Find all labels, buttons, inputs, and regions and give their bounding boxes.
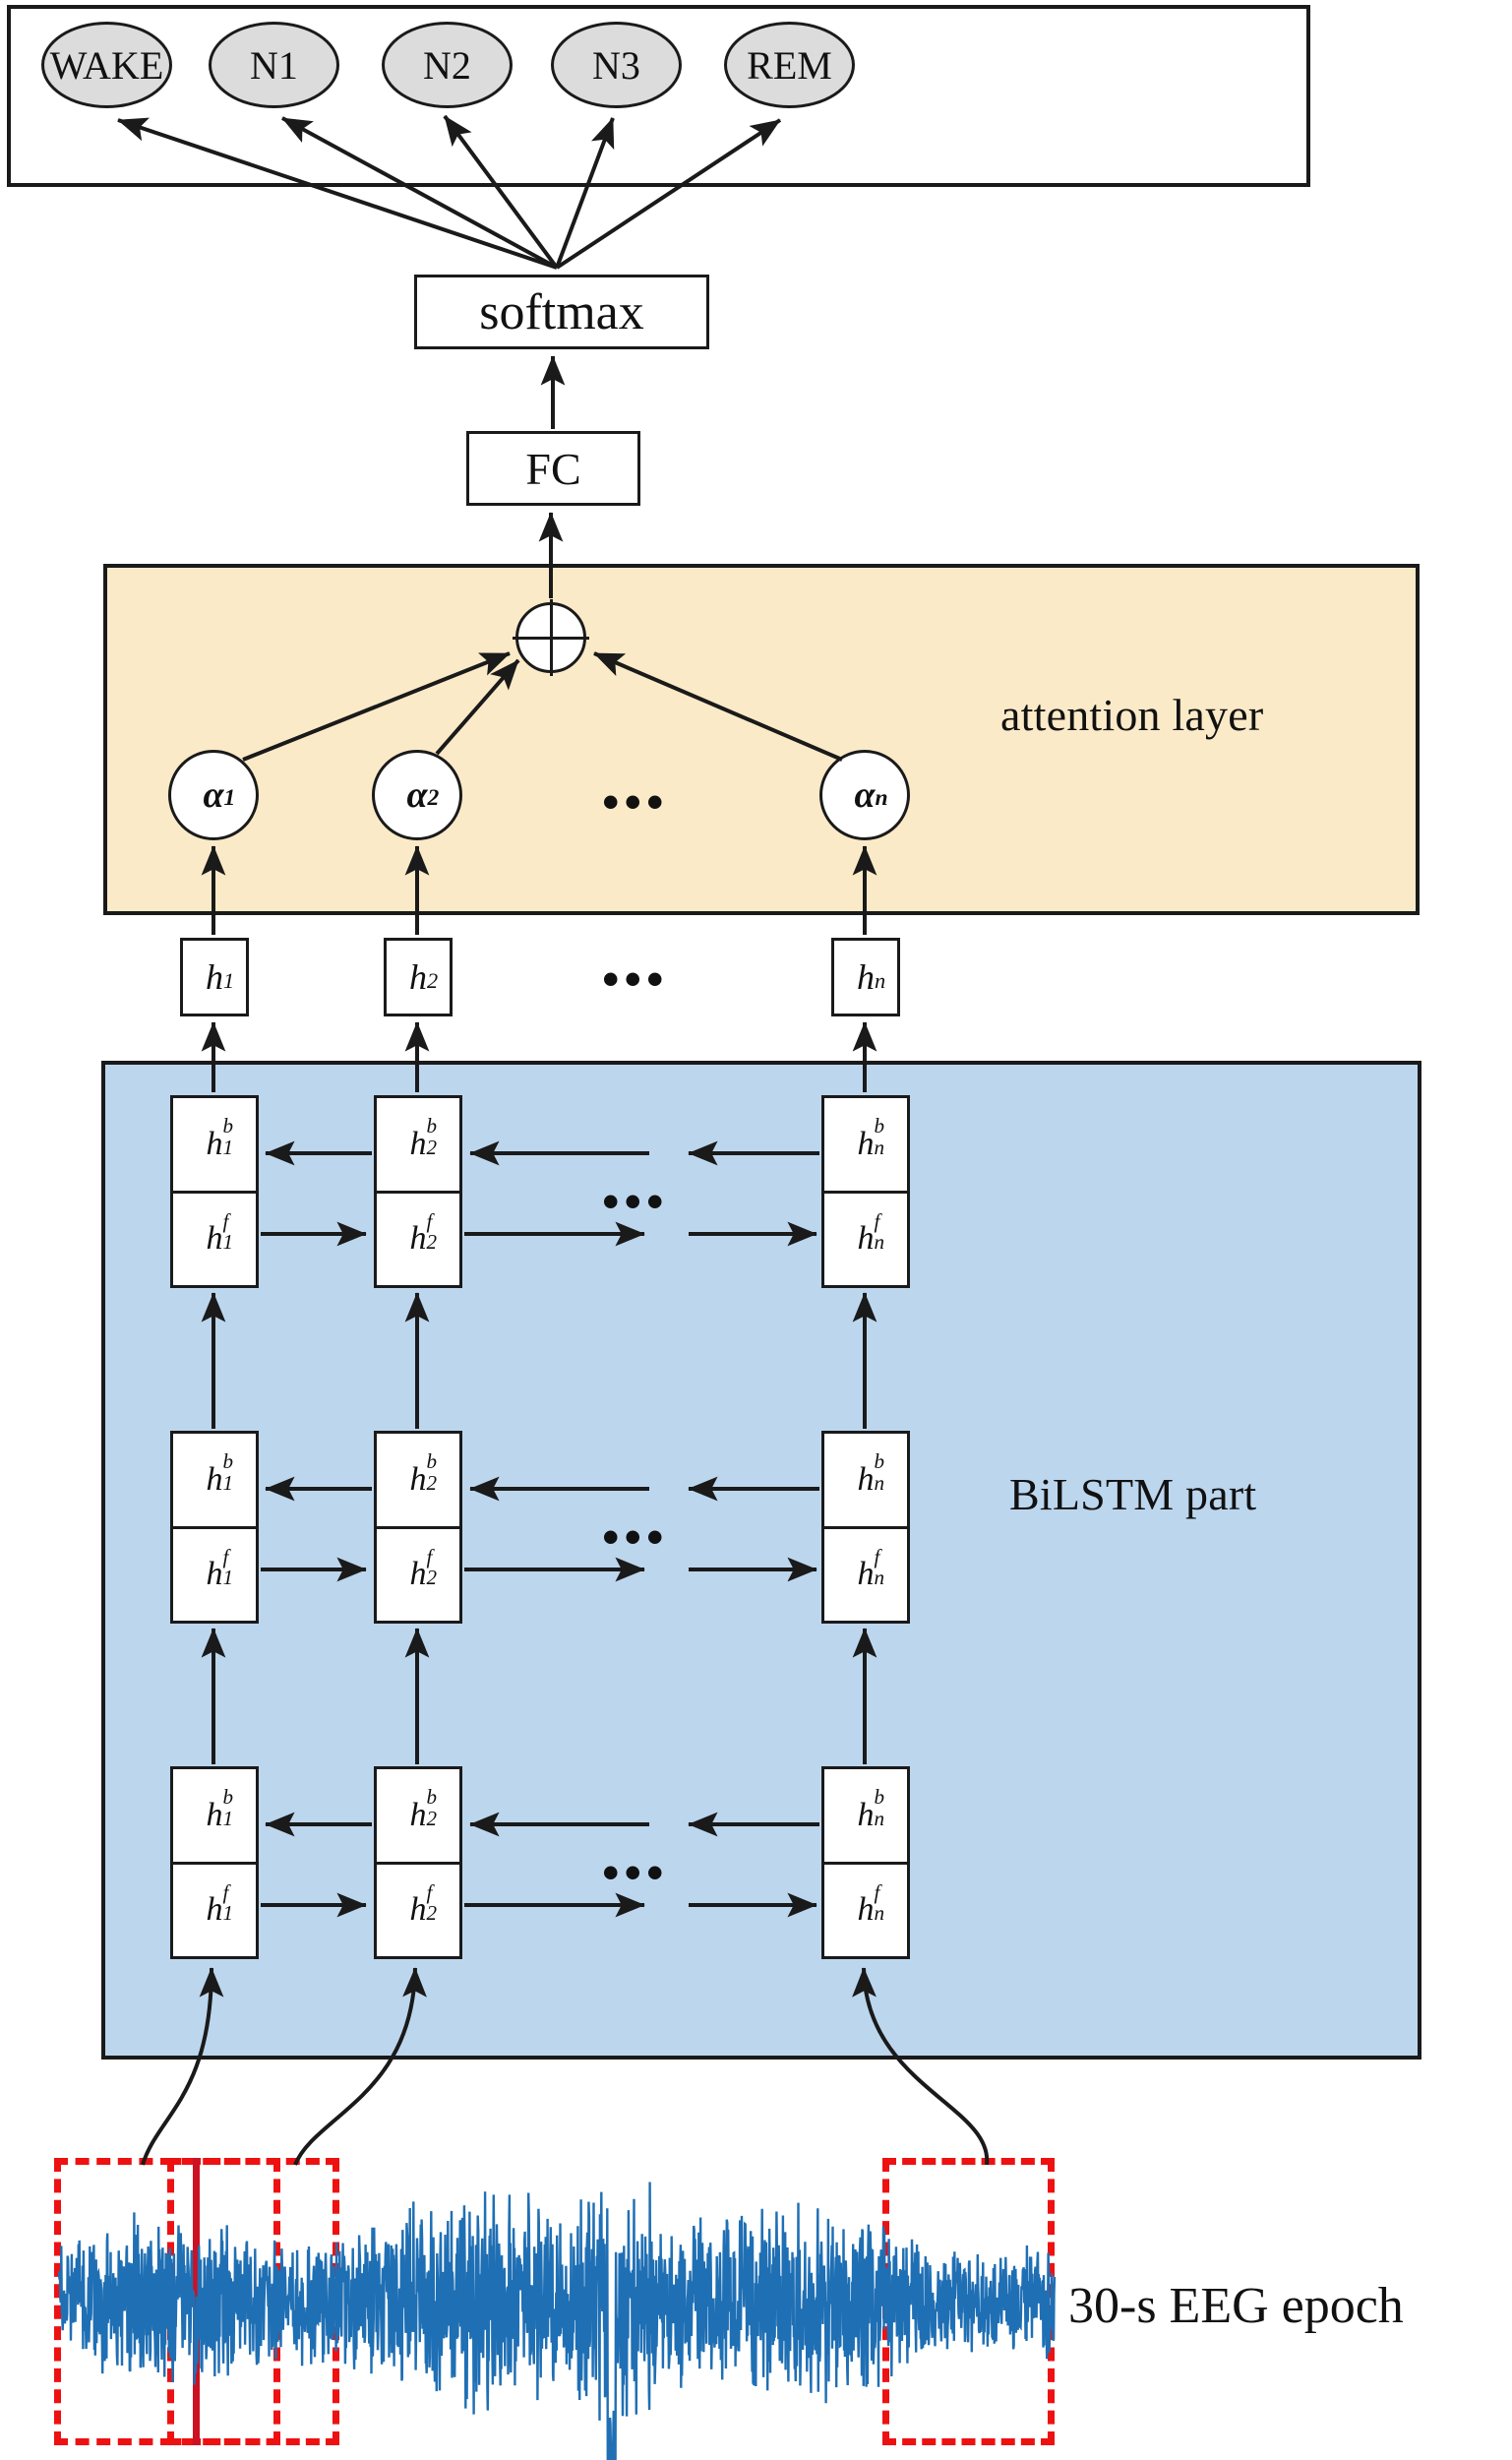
fc-block[interactable]: FC [466,431,640,506]
stage-node-label: N3 [592,42,640,88]
softmax-block[interactable]: softmax [414,275,709,349]
stage-node-wake[interactable]: WAKE [41,22,172,108]
bilstm-panel-label: BiLSTM part [1009,1469,1257,1519]
stage-node-label: N1 [250,42,298,88]
stage-node-label: REM [747,42,832,88]
stage-node-n3[interactable]: N3 [551,22,682,108]
stage-node-label: WAKE [49,42,164,88]
eeg-selection-divider [193,2158,200,2445]
bilstm-layer1-ellipsis: ••• [602,1845,669,1900]
stage-node-n1[interactable]: N1 [209,22,339,108]
stage-node-label: N2 [423,42,471,88]
eeg-epoch-label: 30-s EEG epoch [1068,2278,1404,2334]
softmax-label: softmax [479,283,644,340]
eeg-selection-box-3[interactable] [882,2158,1055,2445]
hidden-output-ellipsis: ••• [602,952,669,1007]
fc-label: FC [525,443,581,494]
bilstm-layer3-ellipsis: ••• [602,1174,669,1229]
stage-node-rem[interactable]: REM [724,22,855,108]
bilstm-panel [101,1061,1421,2060]
attention-sum-node [513,599,589,676]
stage-node-n2[interactable]: N2 [382,22,513,108]
bilstm-layer2-ellipsis: ••• [602,1509,669,1565]
attention-panel-label: attention layer [1000,690,1264,740]
attention-ellipsis: ••• [602,774,669,830]
